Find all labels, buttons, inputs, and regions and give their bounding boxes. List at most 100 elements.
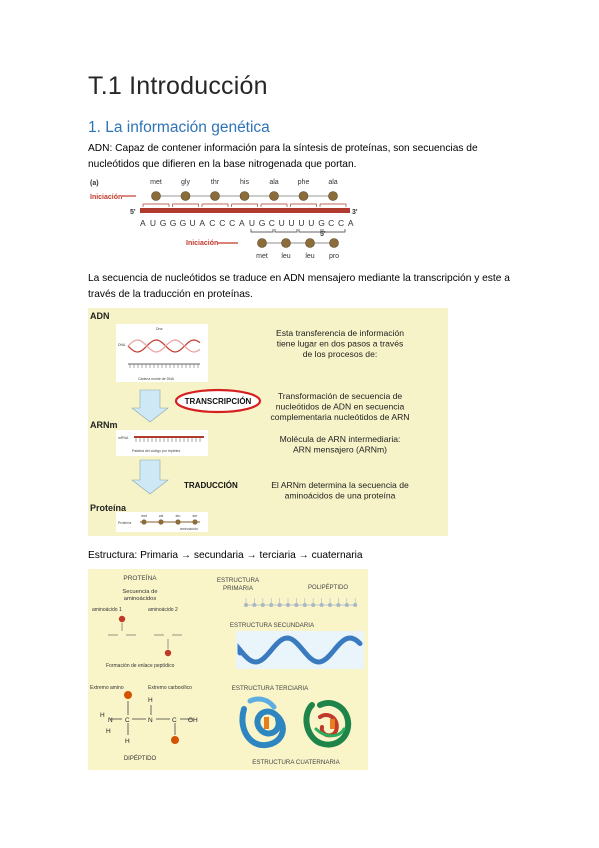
fig2-protein-bead	[175, 519, 181, 525]
fig3-alpha-helix	[237, 635, 363, 665]
fig3-atom-n2: N	[148, 717, 153, 724]
fig1-top-amino-acid-label: thr	[211, 179, 220, 186]
fig3-extremo-carboxilico: Extremo carboxílico	[148, 685, 192, 691]
fig3-r-group-1	[118, 615, 126, 623]
fig3-dipeptide-r1	[124, 691, 132, 699]
fig2-text1-line: tiene lugar en dos pasos a través	[277, 339, 404, 349]
fig3-atom-h1: H	[100, 712, 105, 719]
fig2-small-prot-side: Proteína	[118, 521, 131, 525]
fig1-base: U	[308, 218, 314, 228]
fig1-base: G	[170, 218, 177, 228]
fig2-small-dna-label: Dna	[156, 327, 162, 331]
fig1-base: C	[328, 218, 334, 228]
fig3-proteina: PROTEÍNA	[123, 573, 157, 582]
fig1-three-prime: 3'	[352, 209, 358, 216]
fig2-text4-line: aminoácidos de una proteína	[285, 491, 396, 501]
fig1-top-amino-acid-bead	[328, 191, 338, 201]
fig2-label-adn: ADN	[90, 311, 110, 321]
fig2-small-rna-caption: Palabra del código por tripletes	[132, 449, 181, 453]
fig1-bottom-amino-acid-bead	[305, 238, 315, 248]
fig1-bottom-amino-acid-label: pro	[329, 253, 339, 260]
fig1-top-amino-acid-bead	[151, 191, 161, 201]
fig1-base: C	[209, 218, 215, 228]
fig2-text3-line: Molécula de ARN intermediaria:	[280, 434, 401, 444]
fig1-top-amino-acid-label: met	[150, 179, 162, 186]
fig1-top-bracket	[172, 203, 199, 207]
fig1-base: U	[190, 218, 196, 228]
fig3-atom-c1: C	[125, 717, 130, 724]
fig1-initiation-bottom: Iniciación	[186, 240, 218, 247]
fig2-label-proteina: Proteína	[90, 503, 127, 513]
fig3-secuencia-2: aminoácidos	[124, 596, 157, 602]
fig1-panel-label: (a)	[90, 180, 99, 187]
fig3-aminoacido1: aminoácido 1	[92, 607, 122, 613]
fig1-bottom-amino-acid-bead	[257, 238, 267, 248]
fig3-amino-acid-bonds	[108, 623, 182, 649]
paragraph-adn: ADN: Capaz de contener información para …	[88, 141, 518, 173]
fig1-base: A	[239, 218, 245, 228]
protein-structure-figure: PROTEÍNA Secuencia de aminoácidos aminoá…	[88, 569, 368, 770]
fig1-base: G	[259, 218, 266, 228]
fig1-top-bracket	[231, 203, 258, 207]
fig3-atom-h3: H	[125, 738, 130, 745]
fig1-top-amino-acid-bead	[298, 191, 309, 201]
fig2-dna-inset	[116, 324, 208, 382]
fig1-top-codon-brackets	[142, 203, 347, 207]
fig2-small-dna-caption: Cadena molde de DNA	[138, 377, 175, 381]
fig2-protein-bead	[141, 519, 147, 525]
fig3-polipeptido: POLIPÉPTIDO	[308, 584, 348, 591]
fig3-aminoacido2: aminoácido 2	[148, 607, 178, 613]
paragraph-adn-term: ADN:	[88, 143, 113, 154]
fig2-protein-bead	[192, 519, 198, 525]
fig1-bottom-codon-brackets	[250, 229, 346, 233]
fig1-bottom-amino-acid-label: leu	[305, 253, 314, 260]
fig1-top-amino-acid-bead	[269, 191, 279, 201]
fig2-rna-ticks	[135, 438, 201, 442]
fig2-translation-arrow	[131, 459, 169, 495]
fig1-bottom-bracket	[250, 229, 274, 233]
fig1-base: U	[279, 218, 285, 228]
fig2-text2-line: complementaria nucleótidos de ARN	[270, 412, 409, 422]
fig2-text3-line: ARN mensajero (ARNm)	[293, 445, 387, 455]
fig2-transcripcion-label: TRANSCRIPCIÓN	[185, 397, 252, 406]
fig1-base: C	[219, 218, 225, 228]
fig2-label-arnm: ARNm	[90, 420, 118, 430]
fig3-primaria-1: ESTRUCTURA	[217, 577, 260, 584]
fig1-top-amino-acid-label: ala	[328, 179, 337, 186]
fig1-mrna-strand	[140, 208, 350, 213]
fig1-top-bracket	[290, 203, 317, 207]
fig3-r-group-2	[164, 649, 172, 657]
paragraph-transcription: La secuencia de nucleótidos se traduce e…	[88, 273, 510, 300]
page-title: T.1 Introducción	[88, 72, 268, 100]
paragraph-structure: Estructura: Primaria → secundaria → terc…	[88, 550, 363, 561]
fig1-top-amino-acid-bead	[180, 191, 191, 201]
fig1-base: C	[229, 218, 235, 228]
fig1-bottom-amino-acid-bead	[329, 238, 339, 248]
fig1-five-prime: 5'	[130, 209, 136, 216]
fig2-protein-bead	[158, 519, 164, 525]
fig2-small-prot-caption: aminoácido	[180, 527, 198, 531]
fig2-transcripcion-oval	[174, 388, 262, 414]
fig3-tertiary-structure	[239, 696, 286, 749]
fig2-small-rna-side: mRNA	[118, 436, 129, 440]
fig2-rna-inset	[116, 430, 208, 456]
fig1-base: G	[318, 218, 325, 228]
fig3-formacion: Formación de enlace peptídico	[106, 663, 175, 669]
fig2-text2-line: Transformación de secuencia de	[278, 391, 403, 401]
fig3-atom-h2: H	[106, 728, 111, 735]
fig2-traduccion-label: TRADUCCIÓN	[184, 481, 238, 490]
fig3-dipeptido: DIPÉPTIDO	[124, 755, 157, 762]
fig3-atom-oh: OH	[188, 717, 198, 724]
fig3-atom-n1: N	[108, 717, 113, 724]
fig1-bottom-amino-acid-label: leu	[281, 253, 290, 260]
fig1-base: U	[289, 218, 295, 228]
fig2-protein-aa-label: leu	[176, 514, 181, 518]
fig1-top-amino-acid-bead	[239, 191, 250, 201]
fig3-quaternary-structure	[303, 700, 352, 748]
